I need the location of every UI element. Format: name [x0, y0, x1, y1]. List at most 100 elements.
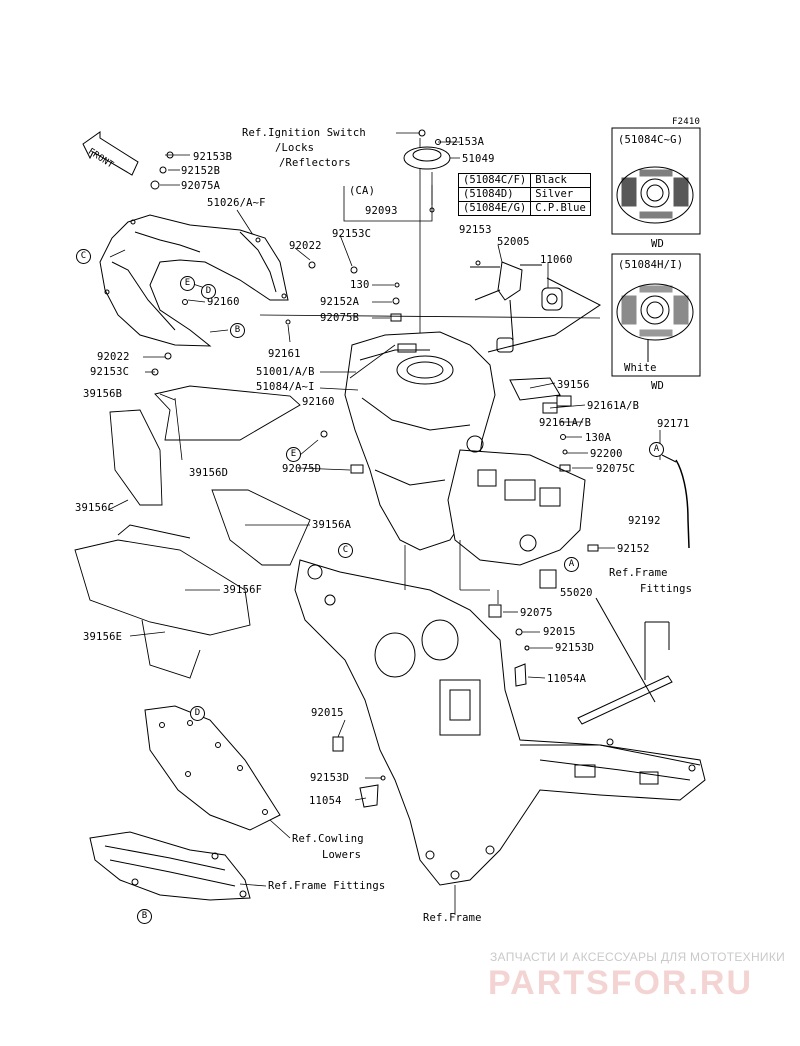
watermark-logo: PARTSFOR.RU: [488, 964, 754, 1002]
label-92153A: 92153A: [445, 136, 485, 148]
frame-rail-bracket: [577, 597, 673, 725]
inset2-caption: WD: [651, 380, 665, 392]
inset2-part: (51084H/I): [618, 259, 684, 271]
label-92152A: 92152A: [320, 296, 360, 308]
callout-d-2: D: [190, 706, 205, 721]
label-92161: 92161: [268, 348, 301, 360]
label-92152B: 92152B: [181, 165, 221, 177]
callout-b-1: B: [230, 323, 245, 338]
label-ref-frame-fittings-b: Ref.Frame Fittings: [268, 880, 386, 892]
label-ref-locks: /Locks: [275, 142, 315, 154]
label-92153B: 92153B: [193, 151, 233, 163]
label-11054A: 11054A: [547, 673, 587, 685]
upper-cowling: [99, 214, 289, 347]
label-92022-b: 92022: [97, 351, 130, 363]
variant-part: (51084C/F): [457, 173, 532, 188]
label-ca: (CA): [349, 185, 376, 197]
label-39156D: 39156D: [189, 467, 229, 479]
label-11054: 11054: [309, 795, 342, 807]
label-ref-frame-fittings-2: Fittings: [640, 583, 693, 595]
inset-cap-2: [611, 253, 701, 377]
spacers: [332, 645, 530, 808]
label-11060: 11060: [540, 254, 573, 266]
label-51026: 51026/A~F: [207, 197, 266, 209]
label-92153: 92153: [459, 224, 492, 236]
variant-part: (51084D): [457, 187, 532, 202]
label-92153D: 92153D: [555, 642, 595, 654]
label-130: 130: [350, 279, 370, 291]
callout-e-2: E: [286, 447, 301, 462]
variant-color: Black: [530, 173, 591, 188]
fuel-pump: [470, 260, 601, 353]
inset2-color: White: [624, 362, 657, 374]
drain-hose: [661, 454, 690, 549]
callout-c-2: C: [338, 543, 353, 558]
inset1-part: (51084C~G): [618, 134, 684, 146]
figure-id: F2410: [672, 117, 701, 127]
callout-c-1: C: [76, 249, 91, 264]
label-92192: 92192: [628, 515, 661, 527]
label-92015-b: 92015: [311, 707, 344, 719]
label-39156C: 39156C: [75, 502, 115, 514]
label-92153D-b: 92153D: [310, 772, 350, 784]
fuel-cap: [403, 129, 451, 213]
callout-b-2: B: [137, 909, 152, 924]
label-52005: 52005: [497, 236, 530, 248]
label-39156B: 39156B: [83, 388, 123, 400]
label-92152: 92152: [617, 543, 650, 555]
main-frame: [294, 559, 706, 886]
label-92160-a: 92160: [207, 296, 240, 308]
inset1-caption: WD: [651, 238, 665, 250]
variant-color: Silver: [530, 187, 591, 202]
label-ref-reflectors: /Reflectors: [279, 157, 351, 169]
label-ref-frame: Ref.Frame: [423, 912, 482, 924]
label-55020: 55020: [560, 587, 593, 599]
label-92171: 92171: [657, 418, 690, 430]
label-39156F: 39156F: [223, 584, 263, 596]
label-92200: 92200: [590, 448, 623, 460]
label-ref-ignition: Ref.Ignition Switch: [242, 127, 366, 139]
label-92075A: 92075A: [181, 180, 221, 192]
variant-row: (51084C/F) Black: [457, 173, 591, 188]
label-92161AB-1: 92161A/B: [587, 400, 640, 412]
label-51001: 51001/A/B: [256, 366, 315, 378]
label-92075: 92075: [520, 607, 553, 619]
label-ref-cowling-1: Ref.Cowling: [292, 833, 364, 845]
label-130A: 130A: [585, 432, 612, 444]
label-51084: 51084/A~I: [256, 381, 315, 393]
label-ref-frame-fittings-1: Ref.Frame: [609, 567, 668, 579]
variant-row: (51084D) Silver: [457, 187, 591, 202]
variant-row: (51084E/G) C.P.Blue: [457, 201, 591, 216]
callout-d-1: D: [201, 284, 216, 299]
belly-pan: [89, 831, 251, 901]
inset-cap-1: [611, 127, 701, 235]
label-39156E: 39156E: [83, 631, 123, 643]
callout-a-2: A: [649, 442, 664, 457]
callout-a-1: A: [564, 557, 579, 572]
label-92153C: 92153C: [332, 228, 372, 240]
label-92075D: 92075D: [282, 463, 322, 475]
lower-cowling: [144, 705, 281, 831]
label-92160-b: 92160: [302, 396, 335, 408]
label-92075B: 92075B: [320, 312, 360, 324]
label-92015-a: 92015: [543, 626, 576, 638]
label-92022-a: 92022: [289, 240, 322, 252]
color-variant-table: (51084C/F) Black (51084D) Silver (51084E…: [457, 173, 591, 216]
watermark-tagline: ЗАПЧАСТИ И АКСЕССУАРЫ ДЛЯ МОТОТЕХНИКИ: [490, 950, 786, 964]
label-51049: 51049: [462, 153, 495, 165]
heat-pads: [74, 385, 311, 679]
label-92161AB-2: 92161A/B: [539, 417, 592, 429]
variant-part: (51084E/G): [457, 201, 532, 216]
label-92075C: 92075C: [596, 463, 636, 475]
hardware-top-left: [150, 151, 402, 474]
tank-underside: [447, 377, 599, 651]
callout-e-1: E: [180, 276, 195, 291]
label-39156A: 39156A: [312, 519, 352, 531]
label-39156: 39156: [557, 379, 590, 391]
variant-color: C.P.Blue: [530, 201, 591, 216]
label-ref-cowling-2: Lowers: [322, 849, 362, 861]
label-92093: 92093: [365, 205, 398, 217]
front-arrow-icon: [82, 131, 139, 176]
